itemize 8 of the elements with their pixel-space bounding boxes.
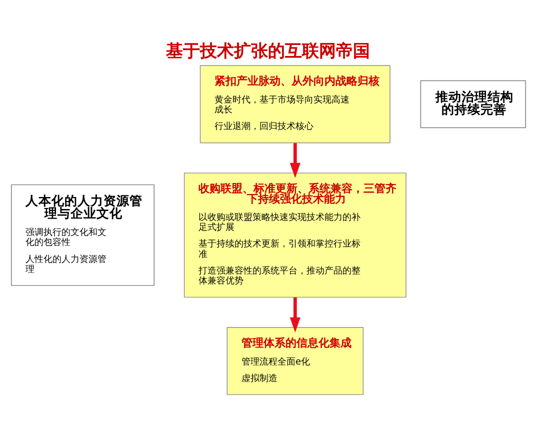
arrow [290, 296, 300, 332]
diagram-title: 基于技术扩张的互联网帝国 [166, 40, 370, 60]
node-box: 人本化的人力资源管理与企业文化 强调执行的文化和文化的包容性 人性化的人力资源管理 [10, 184, 155, 286]
node-box: 紧扣产业脉动、从外向内战略归核 黄金时代，基于市场导向实现高速成长 行业退潮，回归技术核心 [200, 64, 390, 143]
node-box: 收购联盟、标准更新、系统兼容，三管齐下持续强化技术能力 以收购或联盟策略快速实现技术能力的补足式扩展 基于持续的技术更新，引领和掌控行业标准 打造强兼容性的系统平台，推动产品的整体兼容优势 [184, 172, 406, 298]
node-box: 管理体系的信息化集成 管理流程全面e化 虚拟制造 [226, 326, 364, 395]
arrow [290, 142, 300, 178]
node-box: 推动治理结构的持续完善 [420, 80, 526, 128]
